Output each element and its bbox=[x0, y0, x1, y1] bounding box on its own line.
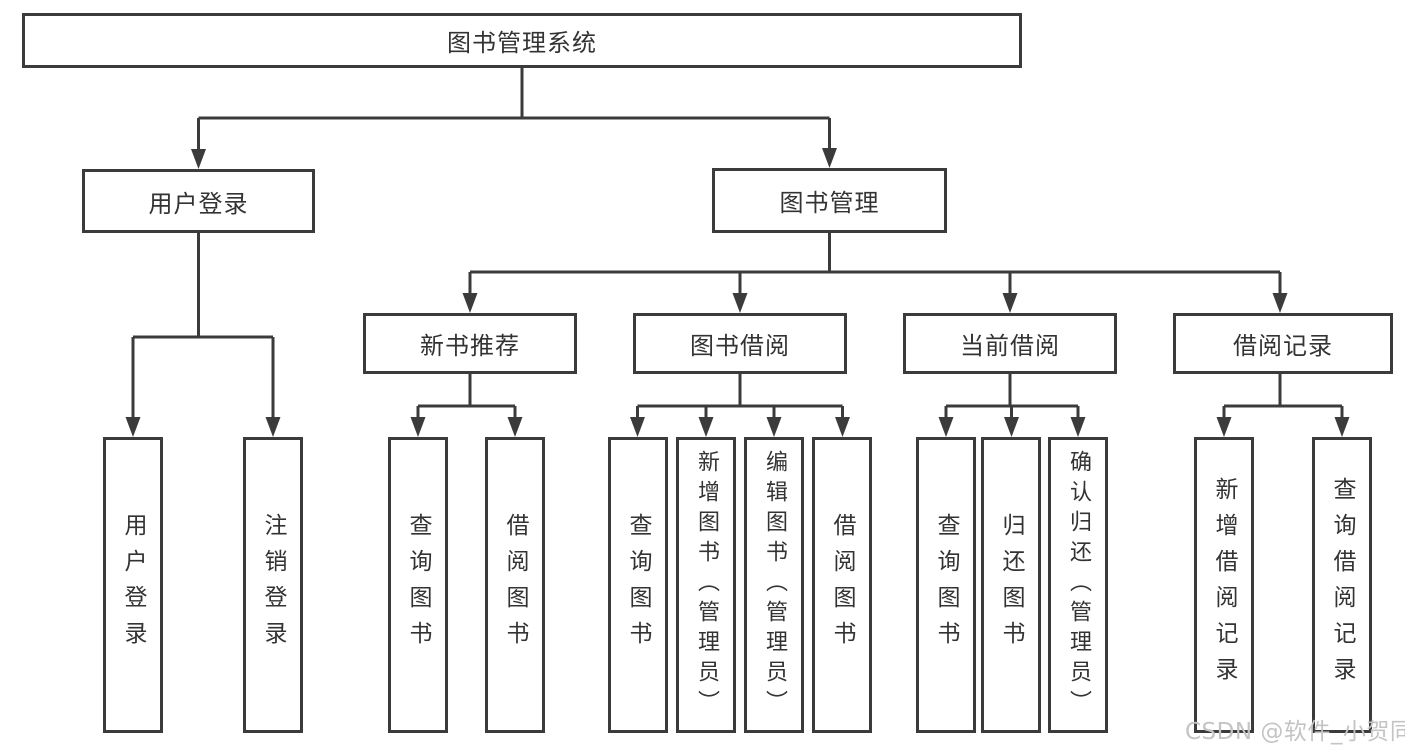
watermark-text: CSDN @软件_小贺同学 bbox=[1185, 719, 1405, 745]
leaf-query-books-rec: 查询图书 bbox=[388, 437, 448, 733]
node-new-book-recommendation: 新书推荐 bbox=[363, 313, 577, 374]
leaf-logout: 注销登录 bbox=[243, 437, 303, 733]
node-book-management: 图书管理 bbox=[712, 168, 947, 233]
leaf-return-books: 归还图书 bbox=[981, 437, 1041, 733]
node-current-borrowing: 当前借阅 bbox=[903, 313, 1117, 374]
leaf-edit-book-admin: 编辑图书（管理员） bbox=[744, 437, 804, 733]
node-user-login: 用户登录 bbox=[82, 169, 315, 233]
leaf-query-books-current: 查询图书 bbox=[916, 437, 976, 733]
leaf-user-login: 用户登录 bbox=[103, 437, 163, 733]
node-library-management-system: 图书管理系统 bbox=[22, 13, 1022, 68]
leaf-borrow-books-rec: 借阅图书 bbox=[485, 437, 545, 733]
leaf-add-book-admin: 新增图书（管理员） bbox=[676, 437, 736, 733]
leaf-borrow-books: 借阅图书 bbox=[812, 437, 872, 733]
leaf-add-borrow-record: 新增借阅记录 bbox=[1194, 437, 1254, 733]
tree-edges bbox=[131, 68, 1344, 423]
node-book-borrowing: 图书借阅 bbox=[633, 313, 847, 374]
leaf-query-books-borrow: 查询图书 bbox=[608, 437, 668, 733]
leaf-confirm-return-admin: 确认归还（管理员） bbox=[1048, 437, 1108, 733]
leaf-query-borrow-record: 查询借阅记录 bbox=[1312, 437, 1372, 733]
node-borrowing-records: 借阅记录 bbox=[1173, 313, 1393, 374]
